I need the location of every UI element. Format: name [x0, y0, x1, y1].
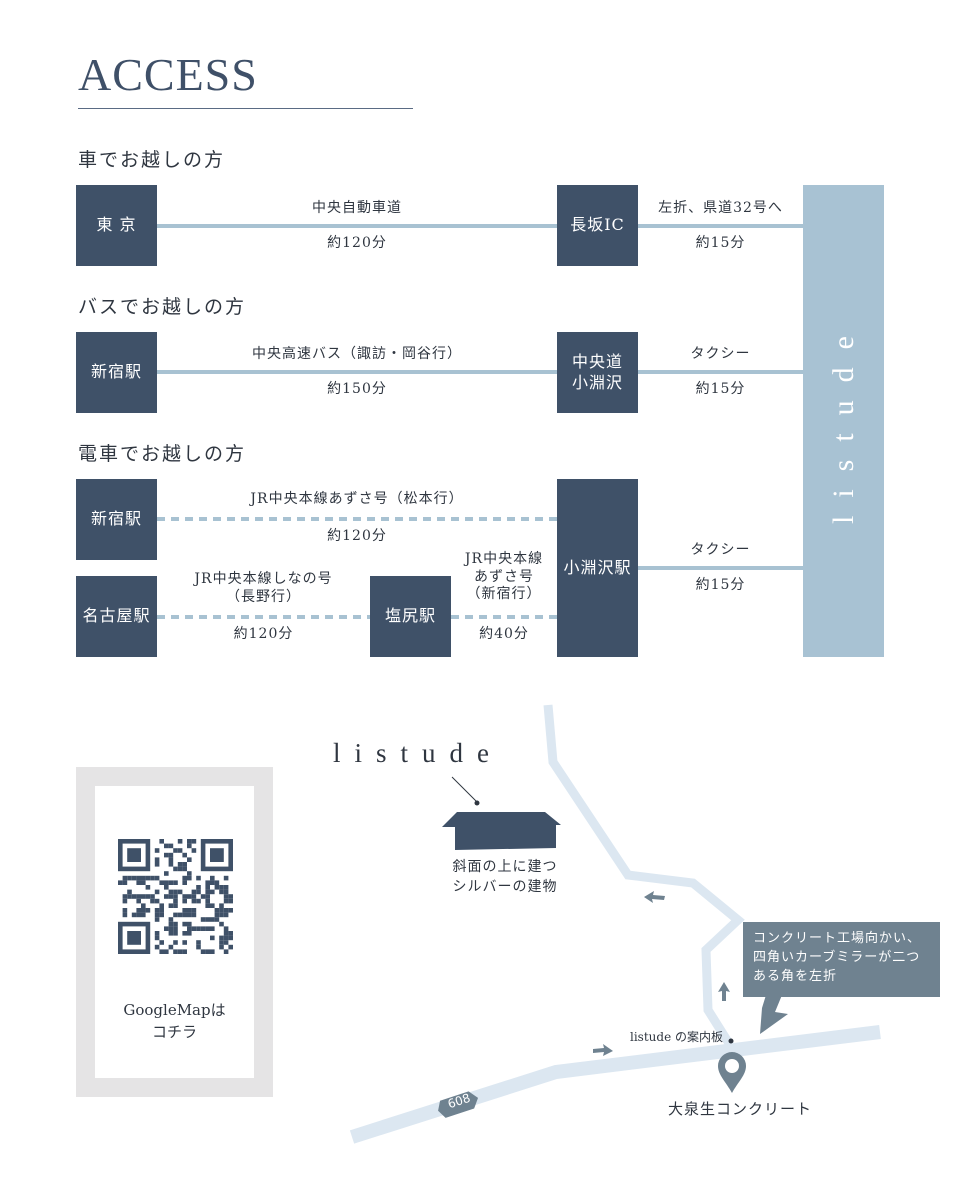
arrow-right-icon: [593, 1044, 613, 1056]
train-route-c-name-line3: （新宿行）: [466, 586, 542, 602]
train-route-c-name: JR中央本線 あずさ号 （新宿行）: [451, 551, 557, 604]
train-transfer-box: 塩尻駅: [370, 576, 451, 657]
train-route-c-time: 約40分: [479, 626, 529, 642]
car-route1-line: [157, 224, 557, 228]
train-route-d-name: タクシー: [690, 542, 751, 558]
building-note-line2: シルバーの建物: [452, 878, 558, 895]
qr-caption-line2: コチラ: [151, 1022, 197, 1041]
bus-route1-time: 約150分: [327, 381, 387, 397]
train-route-d-line: [638, 566, 803, 570]
bus-heading: バスでお越しの方: [78, 296, 247, 318]
qr-caption-line1: GoogleMapは: [123, 1001, 226, 1019]
destination-bar: listude: [803, 185, 884, 657]
road-mountain: [543, 704, 745, 1048]
car-route1-time: 約120分: [327, 235, 387, 251]
building-icon: [442, 812, 561, 850]
train-origin-b: 名古屋駅: [82, 606, 151, 626]
car-origin: 東 京: [96, 215, 137, 235]
direction-callout: コンクリート工場向かい、 四角いカーブミラーが二つ ある角を左折: [743, 922, 940, 997]
train-route-d-time: 約15分: [695, 577, 746, 593]
train-route-b-time: 約120分: [233, 626, 294, 642]
car-route2-name: 左折、県道32号へ: [658, 200, 783, 216]
car-via-box: 長坂IC: [557, 185, 638, 266]
train-route-a-name: JR中央本線あずさ号（松本行）: [250, 491, 464, 507]
train-origin-a-box: 新宿駅: [76, 479, 157, 560]
landmark-label: 大泉生コンクリート: [668, 1100, 813, 1118]
train-route-a-line: [157, 517, 557, 521]
qr-code-icon[interactable]: [118, 839, 233, 954]
car-via: 長坂IC: [570, 215, 625, 235]
train-via-box: 小淵沢駅: [557, 479, 638, 657]
train-route-b-line: [157, 615, 370, 619]
building-note: 斜面の上に建つ シルバーの建物: [430, 858, 580, 897]
arrow-left-icon: [644, 891, 665, 903]
car-route1-name: 中央自動車道: [312, 200, 402, 216]
building-note-line1: 斜面の上に建つ: [452, 859, 558, 875]
train-origin-b-box: 名古屋駅: [76, 576, 157, 657]
page-title: ACCESS: [78, 49, 258, 100]
train-route-b-name-line1: JR中央本線しなの号: [194, 571, 333, 587]
map-brand: listude: [333, 738, 503, 768]
sign-label: listude の案内板: [630, 1030, 723, 1044]
bus-origin-box: 新宿駅: [76, 332, 157, 413]
train-transfer: 塩尻駅: [384, 606, 436, 626]
location-pin-icon: [718, 1052, 746, 1093]
bus-route2-name: タクシー: [690, 346, 751, 362]
arrow-up-icon: [718, 982, 730, 1001]
train-heading: 電車でお越しの方: [78, 443, 247, 465]
train-route-b-name: JR中央本線しなの号 （長野行）: [157, 571, 370, 606]
train-via: 小淵沢駅: [563, 557, 632, 577]
callout-line3: ある角を左折: [753, 968, 838, 984]
route-shield: [438, 1091, 479, 1118]
car-heading: 車でお越しの方: [78, 149, 226, 171]
train-route-c-name-line1: JR中央本線: [464, 551, 544, 567]
car-origin-box: 東 京: [76, 185, 157, 266]
title-divider: [78, 108, 413, 109]
building-pointer: [451, 776, 478, 803]
bus-route2-time: 約15分: [695, 381, 746, 397]
callout-arrow: [760, 995, 788, 1034]
bus-via-line1: 中央道: [571, 351, 623, 371]
road-main: [349, 1025, 881, 1144]
bus-route1-line: [157, 370, 557, 374]
qr-caption: GoogleMapは コチラ: [95, 1000, 254, 1044]
bus-origin: 新宿駅: [90, 362, 142, 382]
car-route2-line: [638, 224, 803, 228]
bus-via-box: 中央道 小淵沢: [557, 332, 638, 413]
bus-via-line2: 小淵沢: [571, 372, 623, 392]
train-route-c-line: [451, 615, 557, 619]
bus-route2-line: [638, 370, 803, 374]
building-pointer-dot: [474, 800, 480, 806]
train-route-b-name-line2: （長野行）: [226, 588, 301, 605]
direction-arrows: [593, 891, 730, 1056]
sign-dot: [728, 1038, 734, 1044]
train-origin-a: 新宿駅: [90, 509, 142, 529]
callout-line1: コンクリート工場向かい、: [753, 931, 922, 946]
train-route-c-name-line2: あずさ号: [474, 568, 534, 585]
car-route2-time: 約15分: [695, 235, 746, 251]
callout-line2: 四角いカーブミラーが二つ: [753, 949, 921, 965]
train-route-a-time: 約120分: [327, 528, 387, 544]
bus-route1-name: 中央高速バス（諏訪・岡谷行）: [252, 346, 462, 362]
